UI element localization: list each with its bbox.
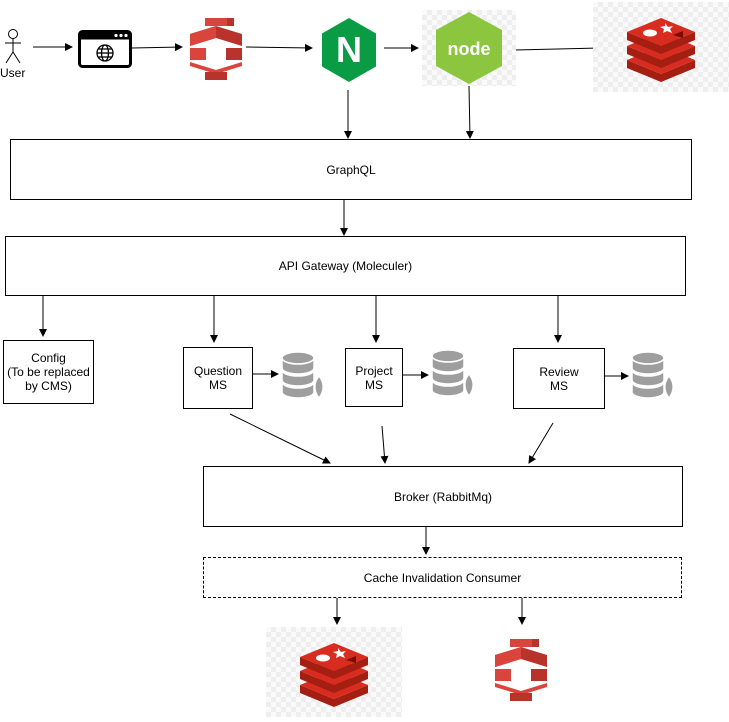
arrow-project-to-broker <box>380 425 389 464</box>
graphql-box: GraphQL <box>10 139 692 200</box>
nodejs-icon: node <box>436 12 502 84</box>
node-icon-frame: node <box>422 10 516 86</box>
redis-icon-frame-bottom <box>266 627 402 717</box>
cache-invalidation-consumer-box: Cache Invalidation Consumer <box>203 557 682 598</box>
arrow-node-to-graphql <box>465 85 474 139</box>
arrow-browser-to-cloudfront <box>131 43 183 52</box>
mongodb-database-icon <box>281 351 324 400</box>
config-box: Config (To be replaced by CMS) <box>3 340 94 404</box>
arrow-cloudfront-to-nginx <box>245 43 313 52</box>
user-label: User <box>0 66 26 80</box>
project-ms-box: Project MS <box>345 348 403 407</box>
question-ms-box: Question MS <box>183 347 253 409</box>
node-wordmark: node <box>448 39 491 59</box>
broker-box: Broker (RabbitMq) <box>203 466 683 527</box>
redis-icon-frame-top <box>593 2 729 92</box>
mongodb-database-icon <box>431 349 474 398</box>
api-gateway-box: API Gateway (Moleculer) <box>5 236 686 296</box>
nginx-letter: N <box>336 29 362 70</box>
mongodb-database-icon <box>631 351 674 400</box>
aws-cloudfront-icon <box>495 639 547 701</box>
arrow-node-to-redis <box>514 44 601 53</box>
redis-icon <box>300 643 368 707</box>
arrow-question-to-broker <box>229 413 331 464</box>
arrow-review-to-broker <box>528 422 554 464</box>
browser-window-globe-icon <box>78 30 132 68</box>
user-actor-icon <box>5 29 21 64</box>
redis-icon <box>627 18 695 82</box>
aws-cloudfront-icon <box>190 18 242 80</box>
nginx-icon: N <box>322 18 376 82</box>
review-ms-box: Review MS <box>513 348 605 409</box>
